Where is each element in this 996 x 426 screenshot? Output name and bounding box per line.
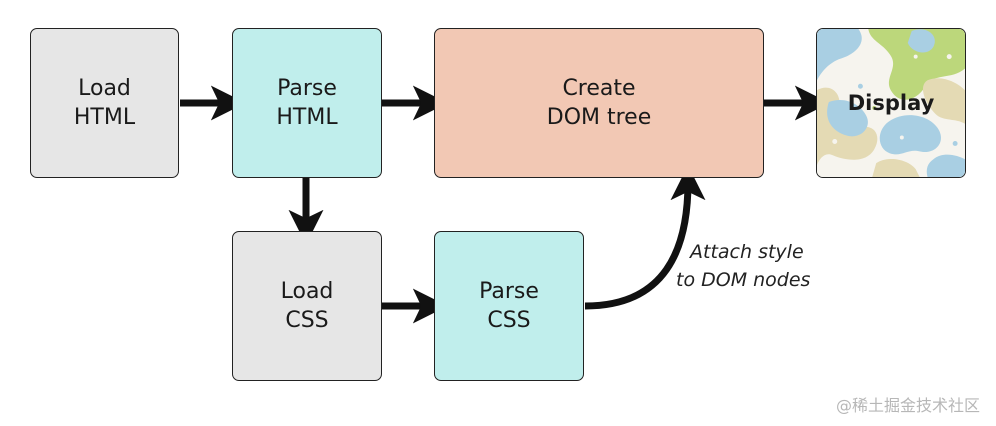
node-display: Display bbox=[816, 28, 966, 178]
node-load-css-line2: CSS bbox=[285, 308, 329, 333]
node-parse-html-line1: Parse bbox=[277, 76, 337, 101]
watermark-text: @稀土掘金技术社区 bbox=[835, 396, 980, 415]
node-parse-css: Parse CSS bbox=[434, 231, 584, 381]
node-load-html-line2: HTML bbox=[73, 105, 136, 130]
node-load-html-line1: Load bbox=[78, 76, 131, 101]
node-parse-html: Parse HTML bbox=[232, 28, 382, 178]
node-parse-css-line1: Parse bbox=[479, 279, 539, 304]
node-create-dom-line1: Create bbox=[562, 76, 636, 101]
node-load-css: Load CSS bbox=[232, 231, 382, 381]
display-pattern-image bbox=[817, 29, 965, 177]
edge-label-attach-style: Attach style bbox=[690, 241, 804, 263]
node-load-html: Load HTML bbox=[30, 28, 179, 178]
node-load-css-line1: Load bbox=[280, 279, 334, 304]
edge-parse-css-to-create-dom bbox=[584, 165, 706, 310]
node-create-dom-line2: DOM tree bbox=[546, 105, 652, 130]
node-parse-css-line2: CSS bbox=[487, 308, 531, 333]
node-display-label: Display bbox=[847, 90, 935, 115]
node-create-dom-tree: Create DOM tree bbox=[434, 28, 764, 178]
edge-label-to-dom-nodes: to DOM nodes bbox=[676, 269, 811, 291]
node-parse-html-line2: HTML bbox=[276, 105, 338, 130]
